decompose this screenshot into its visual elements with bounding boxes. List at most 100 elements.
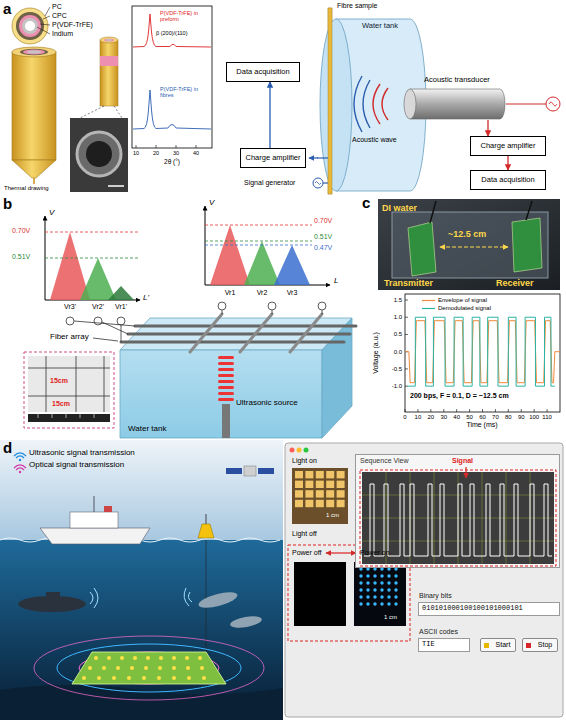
value-label: 0.51V: [12, 253, 30, 261]
voltage-plot: [205, 206, 330, 285]
process-label: Thermal drawing: [4, 185, 49, 192]
fiber-preform: [12, 160, 56, 178]
fiber-array-photo: [28, 356, 110, 412]
axis-title: L': [143, 293, 149, 302]
ocean-scene: [90, 588, 98, 608]
gui-window: [380, 574, 383, 577]
ocean-scene: [226, 468, 242, 474]
signal-name: Vr3': [64, 303, 76, 311]
voltmeter-symbol: [121, 325, 122, 342]
gui-window: [362, 472, 554, 564]
gui-window: [337, 471, 345, 478]
signal-chart: [408, 317, 555, 386]
ocean-scene: [0, 440, 283, 540]
gui-window: [387, 581, 390, 584]
tick-label: 1.5: [394, 297, 402, 304]
gui-window: [316, 481, 324, 488]
fiber-segment: [80, 37, 122, 118]
ocean-scene: [34, 636, 264, 700]
caption-text: Ultrasonic signal transmission: [29, 448, 135, 457]
gui-window: [366, 602, 369, 605]
gui-window: [394, 595, 397, 598]
experiment-photo: [378, 199, 560, 290]
fiber-segment: [100, 40, 118, 106]
voltage-plot: [50, 232, 90, 300]
gui-window: [359, 574, 362, 577]
ocean-scene: [94, 656, 98, 660]
tick-label: 100: [529, 414, 539, 421]
voltmeter-symbol: [102, 322, 128, 334]
sem-image: [70, 118, 128, 192]
voltage-plot: [210, 225, 250, 285]
gui-window: [465, 467, 466, 478]
gui-window: [373, 574, 376, 577]
sem-image: [77, 132, 121, 176]
node-text: Charge amplifier: [245, 154, 300, 162]
gui-label: Signal: [452, 457, 473, 465]
gui-window: [295, 481, 303, 488]
ocean-scene: [172, 676, 176, 680]
voltage-plot: [45, 232, 138, 233]
gui-window: [337, 490, 345, 497]
voltmeter-symbol: [222, 310, 223, 314]
signal-chart: [405, 317, 408, 318]
photo-label: ~12.5 cm: [448, 229, 486, 239]
leader-line: [37, 27, 50, 34]
gui-window: [316, 490, 324, 497]
voltmeter-symbol: [218, 302, 226, 310]
gui-window: [305, 490, 313, 497]
signal-chart: [417, 409, 418, 412]
ocean-scene: [202, 676, 206, 680]
ocean-scene: [57, 644, 241, 692]
part-name: P(VDF-TrFE): [52, 21, 93, 29]
gui-label: Light off: [292, 530, 317, 538]
panel-letter: a: [3, 0, 11, 17]
signal-chart: [521, 409, 522, 412]
gui-window: [294, 562, 346, 626]
gui-label: Light on: [292, 457, 317, 465]
text-field: Binary bits010101000100100101000101: [418, 602, 560, 616]
signal-wire: [546, 97, 560, 111]
ocean-scene: [187, 676, 191, 680]
signal-name: Vr2': [92, 303, 104, 311]
fiber-preform: [27, 50, 41, 53]
acoustic-transducer-outline: [404, 89, 416, 119]
gui-window: [387, 574, 390, 577]
fiber-preform: [12, 52, 56, 160]
ocean-scene: [120, 656, 124, 660]
voltmeter-symbol: [268, 302, 276, 310]
fiber-preform: [12, 47, 56, 57]
gui-window: [295, 471, 345, 507]
experiment-photo: [378, 199, 560, 290]
ocean-scene: [116, 666, 120, 670]
leader-line: [43, 16, 50, 19]
water-tank-outline: [354, 76, 370, 132]
experiment-photo: [408, 222, 436, 276]
voltmeter-symbol: [93, 338, 118, 341]
fiber-cross-section: [16, 12, 44, 40]
gui-window: [394, 581, 397, 584]
ocean-scene: [127, 676, 131, 680]
gui-window: [373, 595, 376, 598]
fiber-segment: [114, 106, 122, 118]
node-text: Stop: [538, 641, 552, 649]
fiber-cross-section: [12, 8, 48, 44]
gui-window: [387, 602, 390, 605]
gui-window: [354, 562, 406, 626]
ultrasonic-source: [218, 386, 234, 389]
signal-name: Vr3: [287, 289, 298, 297]
curve-label: P(VDF-TrFE) in fibres: [160, 86, 210, 99]
fiber-rod: [135, 325, 356, 328]
value-label: 0.51V: [314, 233, 332, 241]
leader-line: [40, 24, 50, 25]
ocean-scene: [146, 656, 150, 660]
part-name: PC: [52, 3, 62, 11]
part-name: CPC: [52, 12, 67, 20]
ocean-scene: [19, 459, 21, 461]
signal-chart: [482, 409, 483, 412]
gui-label: Power off: [292, 549, 321, 557]
scale-label: 1 cm: [326, 512, 339, 519]
tick-label: 0.0: [394, 348, 402, 355]
gui-window: [359, 581, 362, 584]
tick-label: 60: [479, 414, 486, 421]
